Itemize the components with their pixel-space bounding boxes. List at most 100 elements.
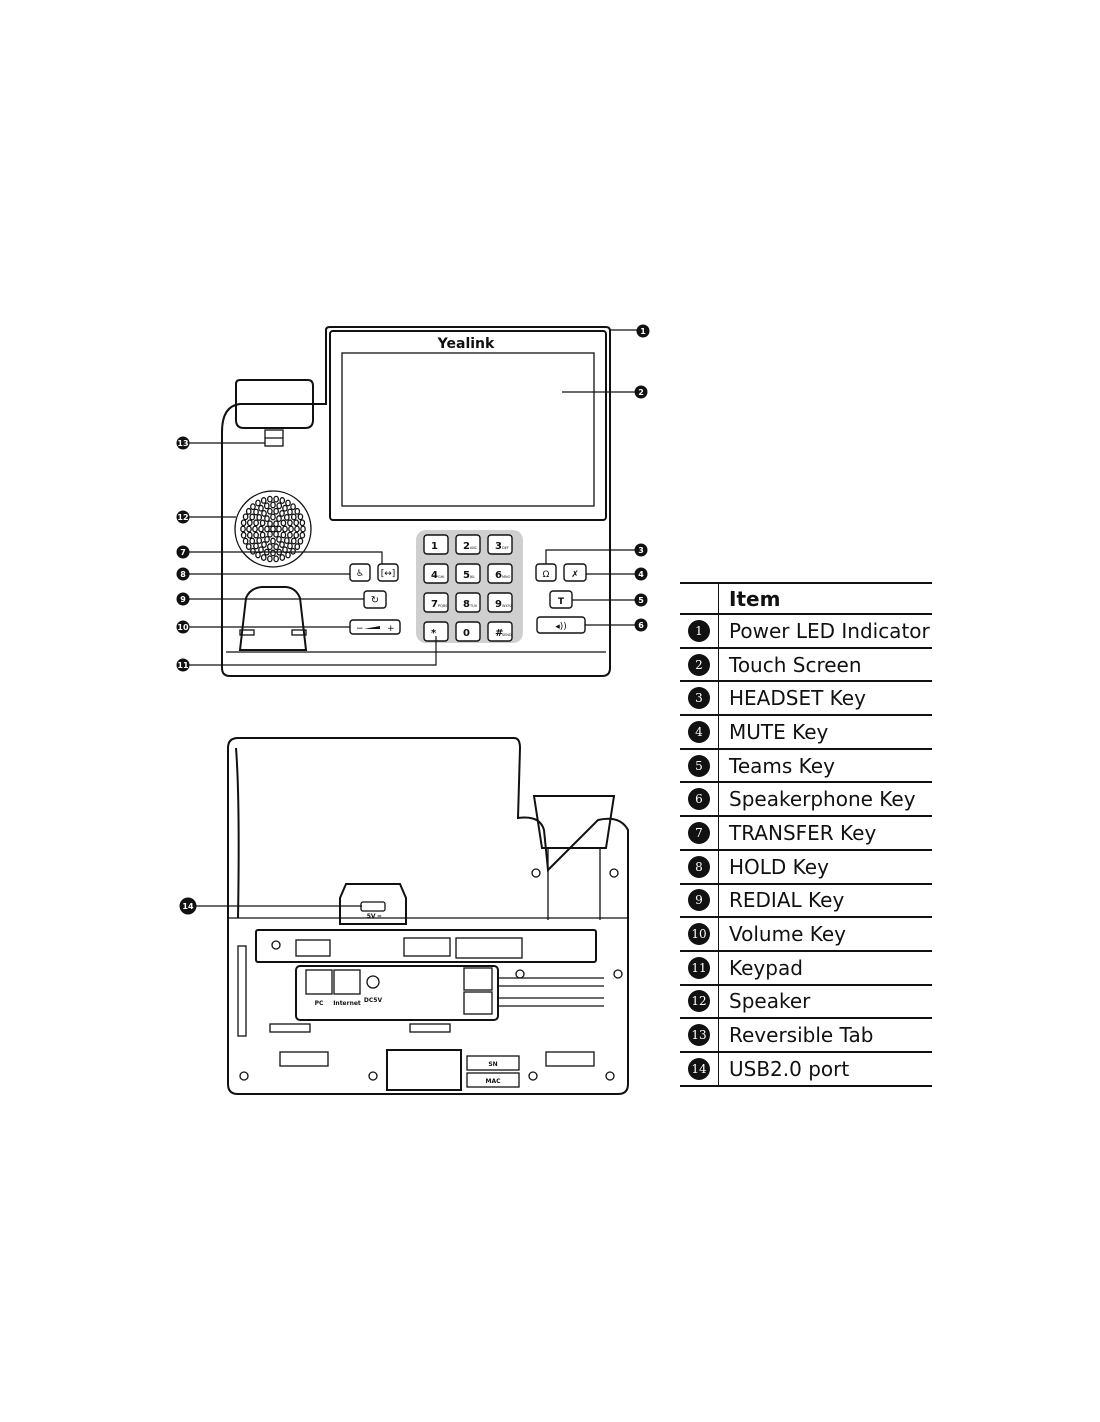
svg-text:↻: ↻ xyxy=(371,595,379,606)
handset-jack[interactable] xyxy=(463,991,493,1015)
item-number-badge: 9 xyxy=(688,889,710,912)
internet-port[interactable] xyxy=(333,969,361,995)
table-num-cell: 13 xyxy=(680,1019,719,1051)
item-label: Touch Screen xyxy=(729,652,862,677)
transfer-key[interactable] xyxy=(377,563,399,582)
item-number-badge: 6 xyxy=(688,788,710,811)
svg-text:Ω: Ω xyxy=(543,570,550,580)
svg-text:14: 14 xyxy=(182,902,194,911)
power-port[interactable] xyxy=(366,975,380,989)
keypad-key[interactable] xyxy=(487,592,513,613)
keypad-key[interactable] xyxy=(455,534,481,555)
speaker-grille xyxy=(234,490,312,568)
touch-screen[interactable] xyxy=(341,352,595,507)
keypad-key[interactable] xyxy=(487,534,513,555)
pc-port[interactable] xyxy=(305,969,333,995)
item-label: Power LED Indicator xyxy=(729,618,930,643)
table-row: 6 Speakerphone Key xyxy=(680,783,932,818)
keypad-area xyxy=(416,530,523,643)
hold-key[interactable] xyxy=(349,563,371,582)
keypad-letters: MNO xyxy=(502,575,511,579)
item-label: REDIAL Key xyxy=(729,888,845,913)
headset-jack[interactable] xyxy=(463,967,493,991)
svg-text:T: T xyxy=(558,597,565,607)
usb-port[interactable] xyxy=(360,901,386,912)
keypad-key[interactable] xyxy=(455,621,481,642)
item-number-badge: 14 xyxy=(688,1057,710,1080)
svg-text:9: 9 xyxy=(180,595,186,604)
phone-back-view: 5V ═ PC Internet DC5V SN MAC xyxy=(227,737,629,1095)
item-label: Speakerphone Key xyxy=(729,787,916,812)
callout-10: 10 xyxy=(176,620,190,634)
table-num-cell: 14 xyxy=(680,1052,719,1085)
svg-text:6: 6 xyxy=(638,621,644,630)
callout-9: 9 xyxy=(176,592,190,606)
callout-3: 3 xyxy=(634,543,648,557)
table-header-row: Item xyxy=(680,582,932,615)
svg-text:13: 13 xyxy=(177,439,188,448)
keypad-key[interactable] xyxy=(423,534,449,555)
internet-port-label: Internet xyxy=(333,1000,361,1007)
keypad-digit: 7 xyxy=(431,599,438,610)
brand-logo: Yealink xyxy=(437,336,495,352)
callouts: 1 2 3 4 5 6 7 8 9 10 11 12 13 14 xyxy=(176,324,650,915)
keypad-letters: DEF xyxy=(502,546,509,550)
item-label: Volume Key xyxy=(729,922,847,947)
table-row: 10 Volume Key xyxy=(680,918,932,952)
sn-label: SN xyxy=(488,1061,497,1068)
usb-port-label: 5V ═ xyxy=(367,913,382,920)
table-header-num-cell xyxy=(680,584,719,613)
item-label: Keypad xyxy=(729,955,803,980)
item-label: HOLD Key xyxy=(729,854,829,879)
keypad-key[interactable] xyxy=(487,563,513,584)
callout-12: 12 xyxy=(176,510,190,524)
item-number-badge: 13 xyxy=(688,1024,710,1047)
keypad-key[interactable] xyxy=(423,592,449,613)
item-number-badge: 12 xyxy=(688,990,710,1013)
item-number-badge: 4 xyxy=(688,720,710,743)
mute-key[interactable] xyxy=(563,563,587,582)
svg-text:5: 5 xyxy=(638,596,644,605)
mac-label: MAC xyxy=(485,1078,501,1085)
keypad-letters: GHI xyxy=(438,575,444,579)
callout-14: 14 xyxy=(179,897,197,915)
svg-text:◂)): ◂)) xyxy=(555,622,567,632)
keypad-key[interactable] xyxy=(423,563,449,584)
svg-text:8: 8 xyxy=(180,570,186,579)
volume-plus-label: + xyxy=(387,624,395,634)
svg-text:7: 7 xyxy=(180,548,186,557)
keypad-key[interactable] xyxy=(455,563,481,584)
svg-text:✗: ✗ xyxy=(571,570,579,580)
item-label: Teams Key xyxy=(729,753,835,778)
keypad-letters: PQRS xyxy=(438,604,448,608)
callout-13: 13 xyxy=(176,436,190,450)
table-num-cell: 4 xyxy=(680,716,719,748)
svg-text:2: 2 xyxy=(638,388,644,397)
keypad-letters: TUV xyxy=(469,604,478,608)
svg-text:3: 3 xyxy=(638,546,644,555)
item-label: Reversible Tab xyxy=(729,1023,874,1048)
keypad-digit: # xyxy=(495,628,503,639)
keypad-digit: 8 xyxy=(463,599,470,610)
callout-8: 8 xyxy=(176,567,190,581)
table-num-cell: 11 xyxy=(680,951,719,984)
keypad-key[interactable] xyxy=(487,621,513,642)
callout-1: 1 xyxy=(636,324,650,338)
table-num-cell: 9 xyxy=(680,884,719,917)
table-header-label: Item xyxy=(729,586,781,611)
table-num-cell: 1 xyxy=(680,615,719,647)
table-num-cell: 3 xyxy=(680,682,719,715)
svg-text:1: 1 xyxy=(640,327,646,336)
table-num-cell: 10 xyxy=(680,918,719,950)
keypad-key[interactable] xyxy=(455,592,481,613)
item-number-badge: 10 xyxy=(688,923,710,946)
keypad-letters: SEND xyxy=(502,633,512,637)
item-label: Speaker xyxy=(729,989,811,1014)
keypad-digit: 5 xyxy=(463,570,470,581)
